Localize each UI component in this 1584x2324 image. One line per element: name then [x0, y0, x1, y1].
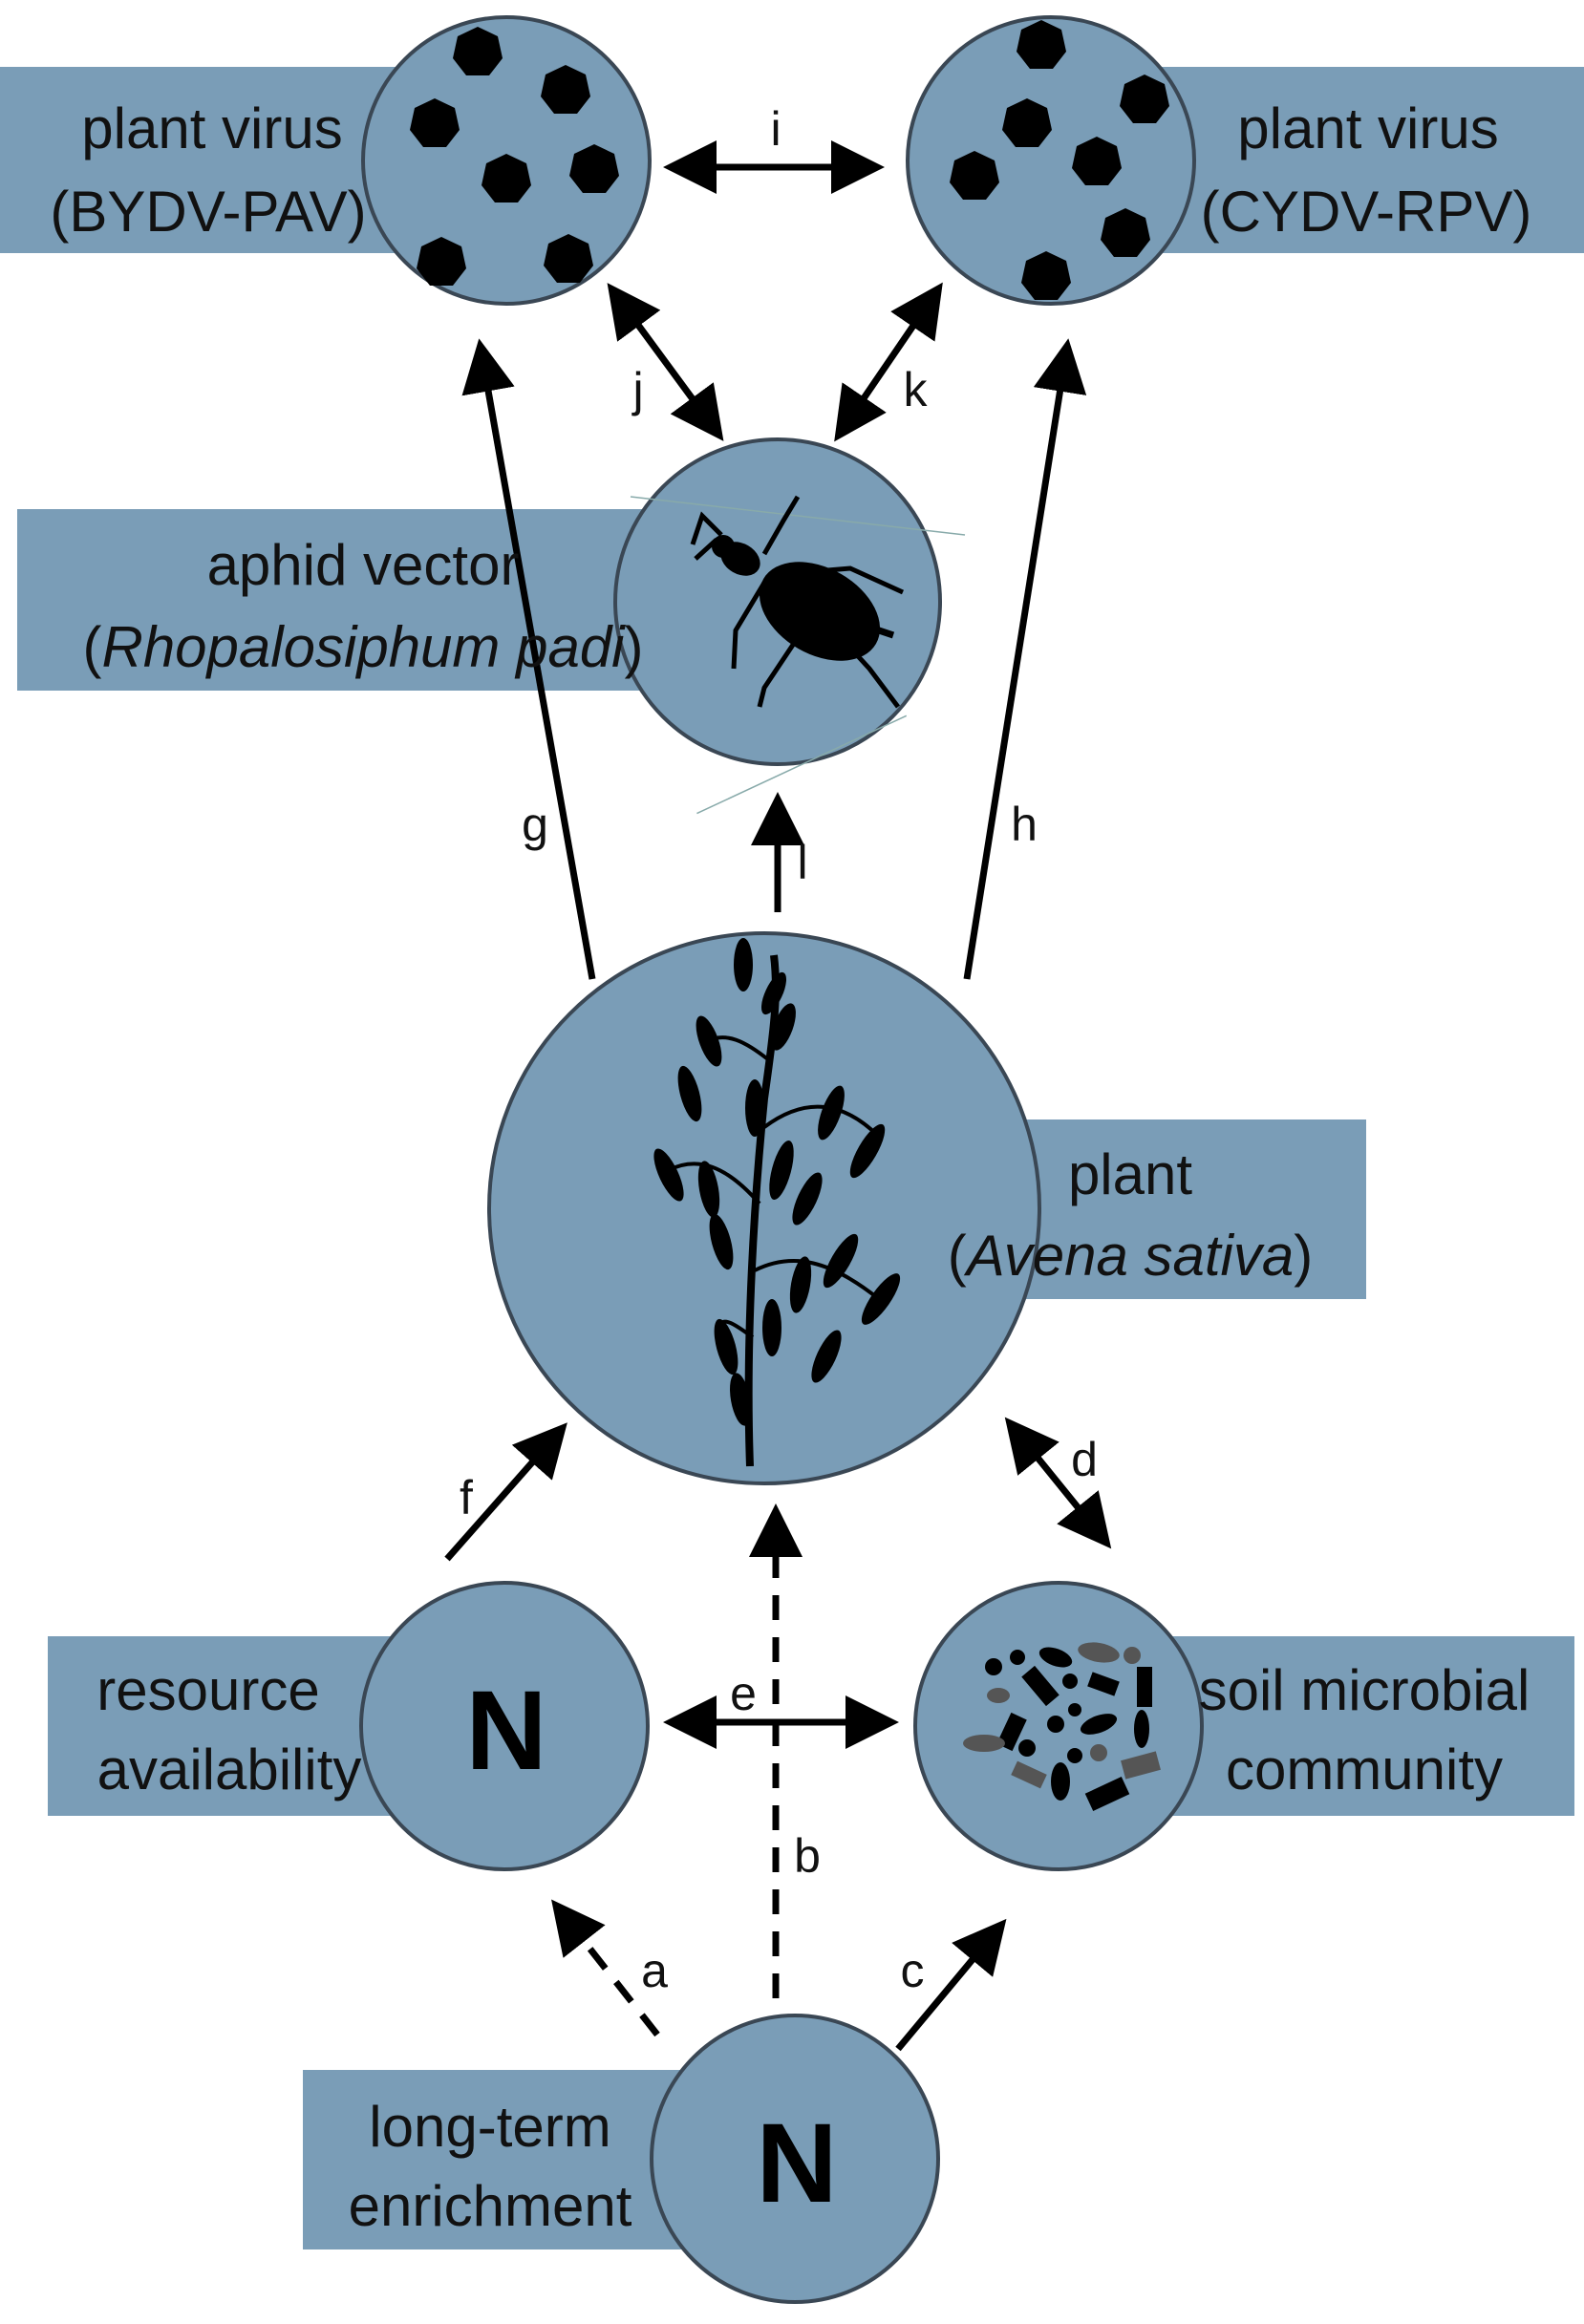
edge-label-e: e — [730, 1667, 757, 1720]
cydv-title: plant virus — [1237, 96, 1498, 160]
edge-label-i: i — [770, 102, 781, 156]
bydv-subtitle: (BYDV-PAV) — [50, 180, 366, 244]
edge-label-f: f — [460, 1471, 473, 1524]
edge-h — [963, 338, 1087, 980]
edge-g — [461, 338, 596, 980]
edge-k — [834, 282, 943, 442]
plant-paren-open: ( — [948, 1224, 967, 1288]
resource-symbol: N — [465, 1668, 546, 1794]
enrichment-title: long-term — [369, 2095, 610, 2159]
bydv-label-box — [0, 67, 411, 253]
aphid-paren-close: ) — [625, 615, 644, 679]
edge-d — [1004, 1417, 1112, 1549]
cydv-subtitle: (CYDV-RPV) — [1201, 180, 1532, 244]
aphid-species: Rhopalosiphum padi — [101, 615, 626, 679]
aphid-title: aphid vector — [207, 533, 520, 597]
edge-f — [444, 1422, 567, 1562]
edge-label-b: b — [794, 1829, 821, 1883]
aphid-subtitle: (Rhopalosiphum padi) — [83, 615, 644, 679]
edge-label-j: j — [631, 363, 643, 416]
soil-subtitle: community — [1226, 1738, 1503, 1802]
plant-subtitle: (Avena sativa) — [948, 1224, 1313, 1288]
plant-title: plant — [1068, 1142, 1192, 1206]
edge-label-g: g — [522, 798, 548, 851]
enrichment-subtitle: enrichment — [349, 2174, 632, 2238]
enrichment-symbol: N — [756, 2100, 837, 2227]
microbe-cluster-icon — [963, 1642, 1161, 1811]
plant-node — [487, 931, 1041, 1485]
plant-paren-close: ) — [1294, 1224, 1313, 1288]
oat-plant-silhouette-icon — [653, 938, 901, 1467]
resource-title: resource — [96, 1658, 319, 1722]
edge-label-l: l — [797, 836, 807, 889]
edge-j — [607, 283, 724, 441]
bydv-title: plant virus — [81, 96, 342, 160]
aphid-paren-open: ( — [83, 615, 102, 679]
edge-c — [895, 1918, 1007, 2052]
edge-label-h: h — [1011, 798, 1038, 851]
edge-label-c: c — [901, 1944, 925, 1997]
plant-species: Avena sativa — [964, 1224, 1294, 1288]
enrichment-node — [650, 2014, 940, 2304]
edge-label-a: a — [641, 1944, 668, 1997]
aphid-label-box — [17, 509, 705, 691]
edge-label-d: d — [1071, 1433, 1098, 1486]
cydv-label-box — [1137, 67, 1584, 253]
soil-title: soil microbial — [1199, 1658, 1530, 1722]
edge-a — [551, 1899, 660, 2037]
edge-label-k: k — [904, 363, 929, 416]
resource-subtitle: availability — [97, 1738, 362, 1802]
aphid-silhouette-icon — [630, 495, 966, 815]
resource-node — [359, 1581, 650, 1871]
